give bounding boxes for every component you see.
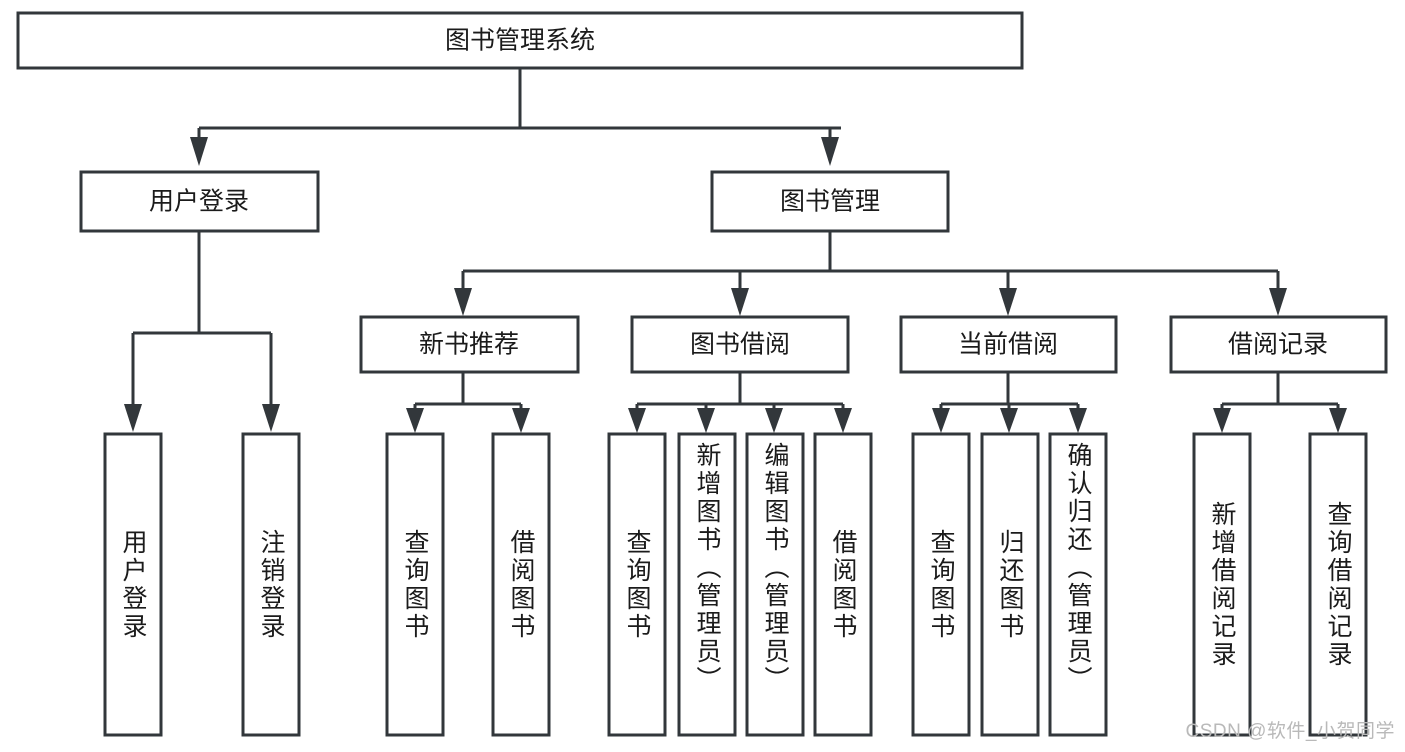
arrow-head-leaf-query-book-2 <box>628 408 646 433</box>
node-current-borrow[interactable]: 当前借阅 <box>899 315 1118 374</box>
node-leaf-edit-book-box[interactable] <box>745 432 805 737</box>
arrow-head-new-book-recommend <box>454 288 472 316</box>
node-book-management-label: 图书管理 <box>780 188 880 216</box>
node-leaf-borrow-book-1-box[interactable] <box>491 432 551 737</box>
edge-group-current-borrow <box>932 372 1087 433</box>
arrow-head-user-login <box>190 137 208 166</box>
arrow-head-leaf-add-record <box>1213 408 1231 433</box>
node-borrow-record-label: 借阅记录 <box>1228 331 1328 359</box>
watermark-text: CSDN @软件_小贺同学 <box>1185 721 1395 742</box>
arrow-head-leaf-return-book <box>1000 408 1018 433</box>
node-leaf-add-record-box[interactable] <box>1192 432 1252 737</box>
node-leaf-query-book-3-box[interactable] <box>911 432 971 737</box>
node-leaf-user-login-box[interactable] <box>103 432 163 737</box>
node-leaf-borrow-book-2-box[interactable] <box>813 432 873 737</box>
arrow-head-leaf-add-book <box>697 408 715 433</box>
arrow-head-book-borrow <box>731 288 749 316</box>
node-book-borrow-box[interactable] <box>630 315 850 374</box>
arrow-head-leaf-edit-book <box>765 408 783 433</box>
arrow-head-leaf-confirm-return <box>1069 408 1087 433</box>
arrow-head-leaf-logout <box>262 404 280 432</box>
node-book-borrow[interactable]: 图书借阅 <box>630 315 850 374</box>
leaf-boxes <box>103 432 1368 737</box>
node-leaf-return-book-box[interactable] <box>980 432 1040 737</box>
arrow-head-leaf-query-record <box>1329 408 1347 433</box>
node-user-login-box[interactable] <box>79 170 320 233</box>
node-leaf-confirm-return-box[interactable] <box>1048 432 1108 737</box>
node-current-borrow-label: 当前借阅 <box>958 331 1058 359</box>
arrow-head-leaf-borrow-book-1 <box>512 408 530 433</box>
arrow-head-current-borrow <box>999 288 1017 316</box>
node-root-label: 图书管理系统 <box>445 27 595 55</box>
node-leaf-query-book-1-box[interactable] <box>385 432 445 737</box>
edge-group-book-borrow <box>628 372 852 433</box>
node-book-management-box[interactable] <box>710 170 950 233</box>
edge-group-root <box>190 68 841 166</box>
arrow-head-borrow-record <box>1269 288 1287 316</box>
node-borrow-record-box[interactable] <box>1169 315 1388 374</box>
node-root[interactable]: 图书管理系统 <box>16 11 1024 70</box>
node-book-borrow-label: 图书借阅 <box>690 331 790 359</box>
node-borrow-record[interactable]: 借阅记录 <box>1169 315 1388 374</box>
node-leaf-query-record-box[interactable] <box>1308 432 1368 737</box>
edge-group-new-book-recommend <box>406 372 530 433</box>
node-root-box[interactable] <box>16 11 1024 70</box>
node-new-book-recommend-label: 新书推荐 <box>419 331 519 359</box>
node-user-login[interactable]: 用户登录 <box>79 170 320 233</box>
arrow-head-leaf-user-login <box>124 404 142 432</box>
edge-group-borrow-record <box>1213 372 1347 433</box>
node-new-book-recommend-box[interactable] <box>359 315 580 374</box>
edge-group-book-management <box>454 231 1287 316</box>
node-current-borrow-box[interactable] <box>899 315 1118 374</box>
node-leaf-logout-box[interactable] <box>241 432 301 737</box>
node-book-management[interactable]: 图书管理 <box>710 170 950 233</box>
node-leaf-add-book-box[interactable] <box>677 432 737 737</box>
node-user-login-label: 用户登录 <box>149 188 249 216</box>
node-leaf-query-book-2-box[interactable] <box>607 432 667 737</box>
arrow-head-leaf-borrow-book-2 <box>834 408 852 433</box>
node-new-book-recommend[interactable]: 新书推荐 <box>359 315 580 374</box>
edge-group-user-login <box>124 231 280 432</box>
arrow-head-leaf-query-book-3 <box>932 408 950 433</box>
arrow-head-book-management <box>821 137 839 166</box>
arrow-head-leaf-query-book-1 <box>406 408 424 433</box>
